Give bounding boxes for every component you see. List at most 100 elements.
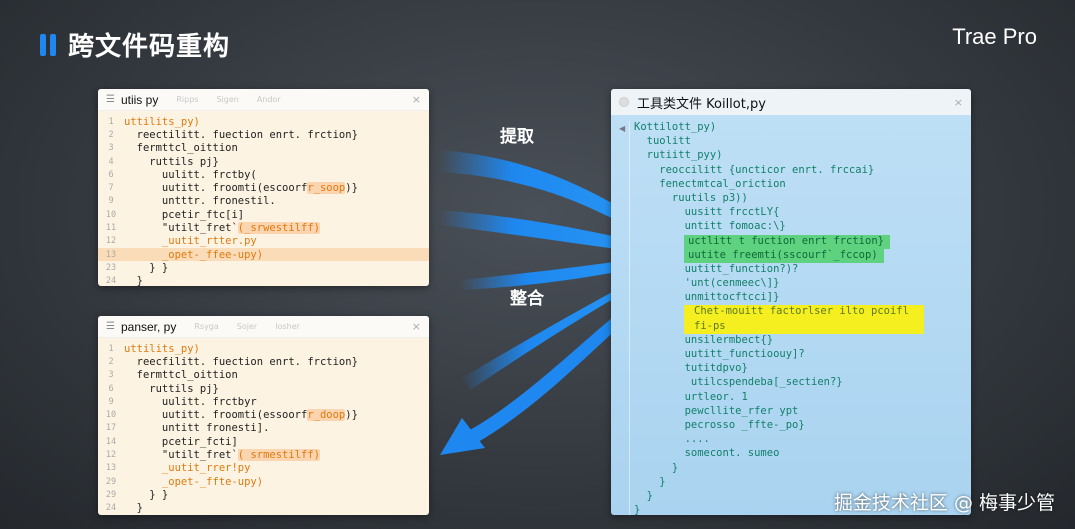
utils-editor-panel: ☰ utiis py Ripps Sigen Andor × 1 uttilits… xyxy=(98,89,429,286)
highlight-mark: ( srmestilff) xyxy=(237,449,320,462)
code-text: uutitt. froomti(essoorfr_doop)} xyxy=(124,409,358,422)
merged-line: Chet-mouitt factorlser ilto pcoifl xyxy=(684,305,924,320)
code-line: unsilermbect{} xyxy=(634,333,774,346)
code-line: tuolitt xyxy=(634,135,691,148)
code-line: 7 uutitt. froomti(escoorfr_soop)} xyxy=(98,181,429,195)
line-number: 3 xyxy=(108,143,114,154)
code-line: uusitt frcctLY{ xyxy=(634,206,780,219)
editor-header: 工具类文件 Koillot,py × xyxy=(611,89,971,115)
code-line: 23 } } xyxy=(98,261,429,274)
line-number: 11 xyxy=(105,223,117,234)
code-text: } xyxy=(124,502,143,515)
line-number: 29 xyxy=(105,476,117,487)
code-line: 12 _uutit_rtter.py xyxy=(98,235,429,248)
line-number: 4 xyxy=(108,156,114,167)
file-tab[interactable]: Sojer xyxy=(236,322,258,331)
code-line: 9 untttr. fronestil. xyxy=(98,195,429,208)
code-text: "utilt_fret`( srmestilff) xyxy=(124,449,320,462)
line-number: 6 xyxy=(108,169,114,180)
code-text: _opet-_ffee-upy) xyxy=(124,248,264,261)
code-text: ruttils pj} xyxy=(124,382,219,395)
line-number: 14 xyxy=(105,436,117,447)
code-text: ruttils pj} xyxy=(124,155,219,168)
fold-icon[interactable]: ◀ xyxy=(619,124,626,133)
code-text: _opet-_ffte-upy) xyxy=(124,475,264,488)
merged-line: fi-ps xyxy=(684,319,924,334)
code-line: 4 ruttils pj} xyxy=(98,155,429,168)
code-line: untitt fomoac:\} xyxy=(634,220,786,233)
code-line: 24 } xyxy=(98,502,429,515)
code-line: urtleor. 1 xyxy=(634,390,748,403)
code-text: uttilits_py) xyxy=(124,115,200,128)
code-line: 'unt(cenmeec\]} xyxy=(634,277,780,290)
code-text: reecfilitt. fuection enrt. frction} xyxy=(124,355,358,368)
file-tab[interactable]: Iosher xyxy=(275,322,300,331)
line-number: 24 xyxy=(105,503,117,514)
line-number: 7 xyxy=(108,183,114,194)
line-number: 13 xyxy=(105,249,117,260)
code-line: somecont. sumeo xyxy=(634,447,780,460)
code-line: 29 _opet-_ffte-upy) xyxy=(98,475,429,488)
line-number: 2 xyxy=(108,129,114,140)
menu-icon[interactable]: ☰ xyxy=(106,321,115,332)
code-text: untttr. fronestil. xyxy=(124,195,276,208)
code-text: pcetir_fcti] xyxy=(124,435,238,448)
close-icon[interactable]: × xyxy=(411,93,421,106)
close-icon[interactable]: × xyxy=(953,95,963,109)
extracted-line: uctlitt t fuction enrt frction} xyxy=(684,234,890,249)
extract-arrow-1 xyxy=(440,150,684,252)
line-number: 12 xyxy=(105,450,117,461)
code-line: 24 } xyxy=(98,275,429,286)
code-line: } xyxy=(634,504,641,515)
title-bars-icon xyxy=(40,33,56,56)
line-number: 9 xyxy=(108,196,114,207)
title-text: 跨文件码重构 xyxy=(68,32,231,62)
line-number: 1 xyxy=(108,343,114,354)
code-line: 3 fermttcl_oittion xyxy=(98,369,429,382)
code-line: } xyxy=(634,461,679,474)
file-tab[interactable]: Ripps xyxy=(176,95,199,104)
code-line: 6 uulitt. frctby( xyxy=(98,168,429,181)
editor-header: ☰ panser, py Rsyga Sojer Iosher × xyxy=(98,316,429,338)
highlight-mark: r_doop xyxy=(307,409,346,422)
code-text: } xyxy=(124,275,143,286)
code-text: pcetir_ftc[i] xyxy=(124,208,245,221)
code-text: fermttcl_oittion xyxy=(124,369,238,382)
highlight-mark: r_soop xyxy=(307,182,346,195)
code-line: 13 _uutit_rrer!py xyxy=(98,462,429,475)
code-line: 9 uulitt. frctbyr xyxy=(98,395,429,408)
code-area[interactable]: Kottilott_py) tuolitt rutiitt_pyy) reocc… xyxy=(629,121,971,515)
code-line: pecrosso _ffte-_po} xyxy=(634,418,805,431)
file-title: 工具类文件 Koillot,py xyxy=(637,96,766,112)
code-line: Kottilott_py) xyxy=(634,121,717,133)
code-line: uutitt_functioouy]? xyxy=(634,348,805,360)
file-tab[interactable]: Sigen xyxy=(216,95,239,104)
brand-label: Trae Pro xyxy=(952,24,1037,49)
code-text: _uutit_rtter.py xyxy=(124,235,257,248)
code-line: pewcllite_rfer ypt xyxy=(634,404,799,417)
file-tab[interactable]: Andor xyxy=(256,95,281,104)
line-number: 23 xyxy=(105,262,117,273)
label-extract: 提取 xyxy=(500,127,534,147)
code-line: 6 ruttils pj} xyxy=(98,382,429,395)
file-tab-active[interactable]: panser, py xyxy=(120,319,177,334)
line-number: 1 xyxy=(108,116,114,127)
file-icon xyxy=(619,97,629,107)
file-tab[interactable]: Rsyga xyxy=(194,322,219,331)
close-icon[interactable]: × xyxy=(411,320,421,333)
line-number: 29 xyxy=(105,489,117,500)
line-number: 17 xyxy=(105,423,117,434)
menu-icon[interactable]: ☰ xyxy=(106,94,115,105)
editor-header: ☰ utiis py Ripps Sigen Andor × xyxy=(98,89,429,111)
code-line: 3 fermttcl_oittion xyxy=(98,142,429,155)
code-line: 1 uttilits_py) xyxy=(98,115,429,128)
code-line: 10 pcetir_ftc[i] xyxy=(98,208,429,221)
line-number: 6 xyxy=(108,383,114,394)
file-tab-active[interactable]: utiis py xyxy=(120,92,159,107)
code-line: uutitt_function?)? xyxy=(634,262,799,275)
code-text: "utilt_fret`(_srwestilff) xyxy=(124,222,320,235)
